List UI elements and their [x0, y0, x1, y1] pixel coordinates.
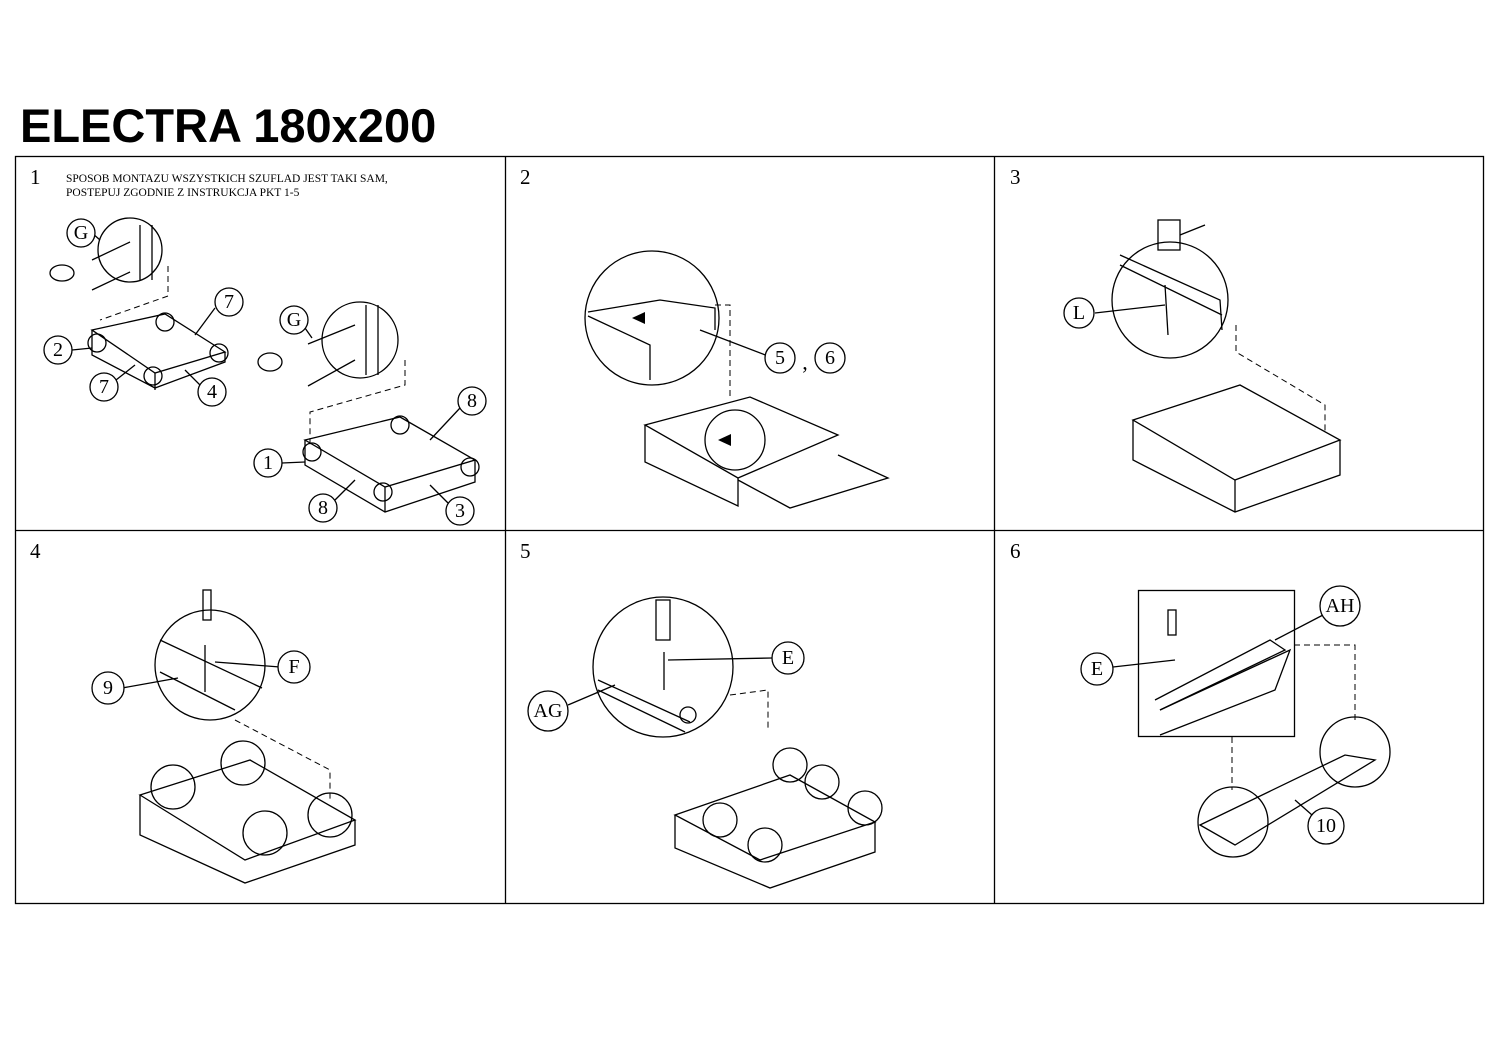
- step-1-note-line-2: POSTEPUJ ZGODNIE Z INSTRUKCJA PKT 1-5: [66, 187, 300, 199]
- callout-8: 8: [318, 497, 328, 519]
- callout-7: 7: [224, 291, 234, 313]
- callout-9: 9: [103, 677, 113, 699]
- step-number-2: 2: [520, 165, 531, 189]
- step-number-3: 3: [1010, 165, 1021, 189]
- step-number-6: 6: [1010, 539, 1021, 563]
- step-number-1: 1: [30, 165, 41, 189]
- callout-ah: AH: [1326, 595, 1355, 617]
- callout-e: E: [782, 647, 794, 669]
- callout-7: 7: [99, 376, 109, 398]
- callout-6: 6: [825, 347, 835, 369]
- callout-1: 1: [263, 452, 273, 474]
- step-number-4: 4: [30, 539, 41, 563]
- callout-5: 5: [775, 347, 785, 369]
- step-5-illustration: [567, 596, 883, 889]
- step-2-illustration: [584, 250, 890, 509]
- callout-ag: AG: [534, 700, 563, 722]
- callout-l: L: [1073, 302, 1085, 324]
- step-4-callouts: 9 F: [91, 650, 311, 705]
- callout-2: 2: [53, 339, 63, 361]
- callout-3: 3: [455, 500, 465, 522]
- callout-e: E: [1091, 658, 1103, 680]
- step-5-callouts: E AG: [527, 641, 805, 732]
- callout-separator: ,: [802, 350, 808, 375]
- step-1-illustration: [49, 217, 480, 513]
- callout-g: G: [287, 309, 301, 331]
- step-6-callouts: AH E 10: [1080, 585, 1361, 845]
- step-1-callouts: G 7 2 7 4 G 8 1 8 3: [43, 218, 487, 526]
- step-3-illustration: [1094, 219, 1342, 513]
- callout-8: 8: [467, 390, 477, 412]
- callout-g: G: [74, 222, 88, 244]
- step-number-5: 5: [520, 539, 531, 563]
- callout-4: 4: [207, 381, 217, 403]
- step-1-note-line-1: SPOSOB MONTAZU WSZYSTKICH SZUFLAD JEST T…: [66, 173, 388, 185]
- panel-grid: [14, 155, 1485, 905]
- step-3-callouts: L: [1063, 297, 1095, 329]
- callout-f: F: [288, 656, 299, 678]
- callout-10: 10: [1316, 815, 1336, 837]
- step-4-illustration: [121, 589, 357, 884]
- step-2-callouts: 5 , 6: [764, 342, 846, 375]
- document-title: ELECTRA 180x200: [20, 99, 437, 152]
- step-6-illustration: [1112, 589, 1391, 858]
